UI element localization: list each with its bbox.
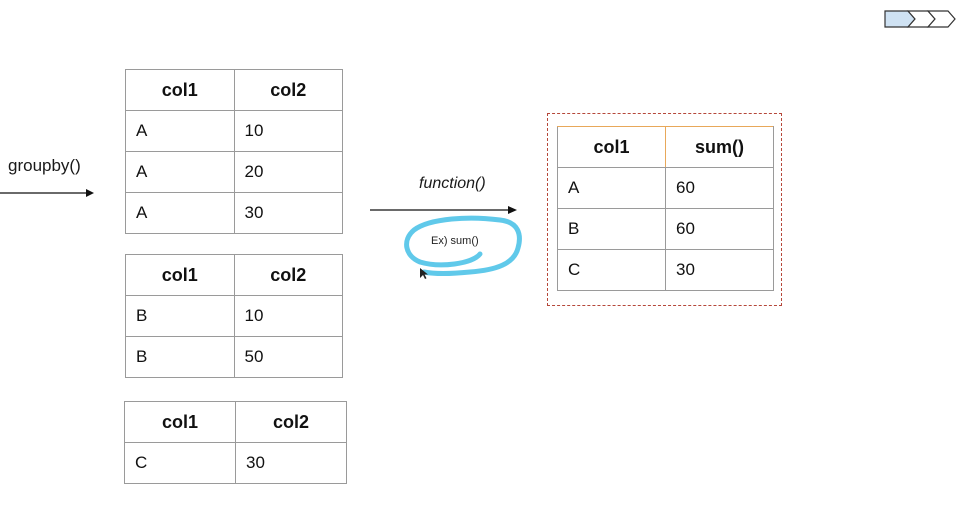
table-row: C 30 — [557, 249, 774, 291]
table-header-cell: col2 — [233, 69, 343, 111]
table-header-cell: sum() — [665, 126, 774, 168]
table-cell: 50 — [233, 336, 343, 378]
table-row: A 20 — [125, 151, 343, 193]
table-cell: A — [557, 167, 666, 209]
table-cell: 20 — [233, 151, 343, 193]
table-row: C 30 — [124, 442, 347, 484]
table-row: A 10 — [125, 110, 343, 152]
table-cell: 30 — [665, 249, 774, 291]
group-table-c: col1 col2 C 30 — [124, 401, 347, 484]
table-header-row: col1 col2 — [124, 401, 347, 443]
table-cell: B — [557, 208, 666, 250]
table-row: B 60 — [557, 208, 774, 250]
table-cell: C — [124, 442, 236, 484]
table-cell: B — [125, 295, 235, 337]
table-row: A 30 — [125, 192, 343, 234]
group-table-a: col1 col2 A 10 A 20 A 30 — [125, 69, 343, 234]
table-cell: 60 — [665, 167, 774, 209]
table-cell: A — [125, 110, 235, 152]
table-row: B 50 — [125, 336, 343, 378]
groupby-arrow-icon — [0, 189, 94, 197]
annotation-text: Ex) sum() — [431, 235, 479, 247]
table-cell: A — [125, 192, 235, 234]
table-header-row: col1 col2 — [125, 254, 343, 296]
group-table-b: col1 col2 B 10 B 50 — [125, 254, 343, 378]
table-cell: A — [125, 151, 235, 193]
table-cell: C — [557, 249, 666, 291]
table-cell: B — [125, 336, 235, 378]
table-header-cell: col1 — [124, 401, 236, 443]
table-cell: 30 — [233, 192, 343, 234]
table-row: B 10 — [125, 295, 343, 337]
annotation-scribble-icon — [404, 215, 522, 276]
table-row: A 60 — [557, 167, 774, 209]
table-header-row: col1 col2 — [125, 69, 343, 111]
result-frame — [547, 113, 782, 306]
groupby-label: groupby() — [8, 156, 81, 175]
table-cell: 10 — [233, 110, 343, 152]
table-header-cell: col1 — [125, 254, 235, 296]
table-cell: 60 — [665, 208, 774, 250]
table-header-cell: col1 — [557, 126, 666, 168]
chevron-step-3 — [926, 10, 956, 28]
table-cell: 30 — [235, 442, 347, 484]
table-header-cell: col2 — [233, 254, 343, 296]
function-label: function() — [419, 175, 486, 192]
result-table: col1 sum() A 60 B 60 C 30 — [557, 126, 774, 291]
table-header-cell: col2 — [235, 401, 347, 443]
table-cell: 10 — [233, 295, 343, 337]
chevron-steps-icon — [884, 10, 956, 28]
table-header-cell: col1 — [125, 69, 235, 111]
table-header-row: col1 sum() — [557, 126, 774, 168]
function-arrow-icon — [370, 206, 517, 214]
mouse-cursor-icon — [420, 268, 428, 279]
